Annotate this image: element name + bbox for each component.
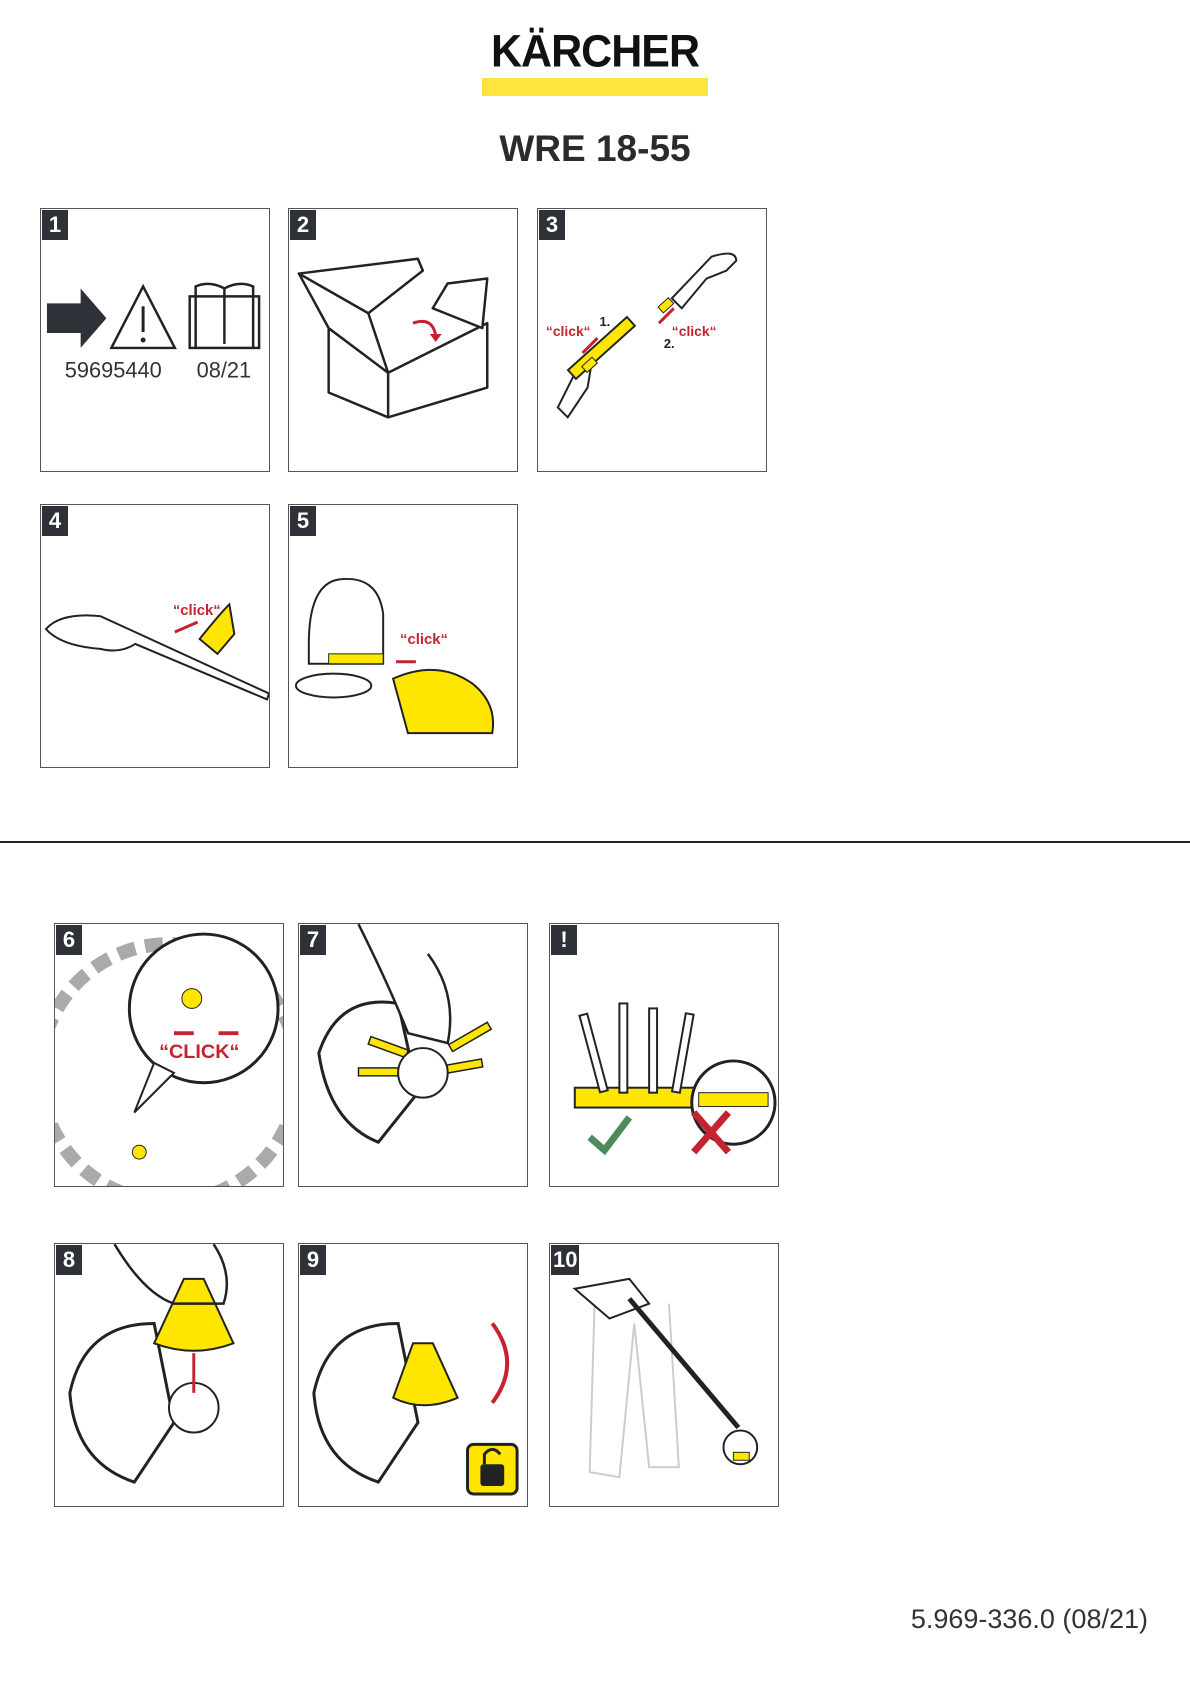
click-label: “click“ <box>173 603 221 619</box>
step-badge: 2 <box>290 210 316 240</box>
check-icon <box>587 1115 633 1156</box>
edition-date: 08/21 <box>197 358 252 383</box>
step-1-panel: 1 59695440 08/21 <box>40 208 270 472</box>
step-badge: 3 <box>539 210 565 240</box>
step-badge: 8 <box>56 1245 82 1275</box>
step-number: 1. <box>599 314 610 329</box>
cross-icon <box>691 1110 732 1155</box>
click-label: “CLICK“ <box>159 1041 239 1063</box>
step-10-panel: 10 <box>549 1243 779 1507</box>
manual-book-icon <box>188 282 261 350</box>
click-label: “click“ <box>546 323 591 339</box>
step-badge: 6 <box>56 925 82 955</box>
step-badge: 4 <box>42 506 68 536</box>
warning-panel: ! <box>549 923 779 1187</box>
step-badge: 5 <box>290 506 316 536</box>
karcher-logo: KÄRCHER <box>482 26 708 96</box>
step-4-panel: 4 “click“ <box>40 504 270 768</box>
step-7-panel: 7 <box>298 923 528 1187</box>
step-6-panel: 6 “CLICK“ <box>54 923 284 1187</box>
brand-bar <box>482 78 708 96</box>
part-number: 59695440 <box>65 358 162 383</box>
brand-name: KÄRCHER <box>491 26 700 78</box>
open-box-icon <box>297 257 489 419</box>
step-badge: 9 <box>300 1245 326 1275</box>
step-2-panel: 2 <box>288 208 518 472</box>
step-9-panel: 9 <box>298 1243 528 1507</box>
step-badge: 1 <box>42 210 68 240</box>
model-title: WRE 18-55 <box>499 128 691 169</box>
step-badge: 7 <box>300 925 326 955</box>
step-badge: ! <box>551 925 577 955</box>
arrow-right-icon <box>46 288 107 348</box>
unlock-icon <box>466 1442 519 1496</box>
warning-triangle-icon <box>109 283 177 350</box>
rotate-arrow-icon <box>412 319 438 337</box>
click-label: “click“ <box>672 323 717 339</box>
step-number: 2. <box>664 336 675 351</box>
step-3-panel: 3 “click“ 1. “click“ 2. <box>537 208 767 472</box>
step-8-panel: 8 <box>54 1243 284 1507</box>
step-badge: 10 <box>551 1245 580 1275</box>
document-number: 5.969-336.0 (08/21) <box>910 1604 1148 1634</box>
step-5-panel: 5 “click“ <box>288 504 518 768</box>
section-divider <box>0 841 1190 843</box>
click-label: “click“ <box>400 632 448 648</box>
